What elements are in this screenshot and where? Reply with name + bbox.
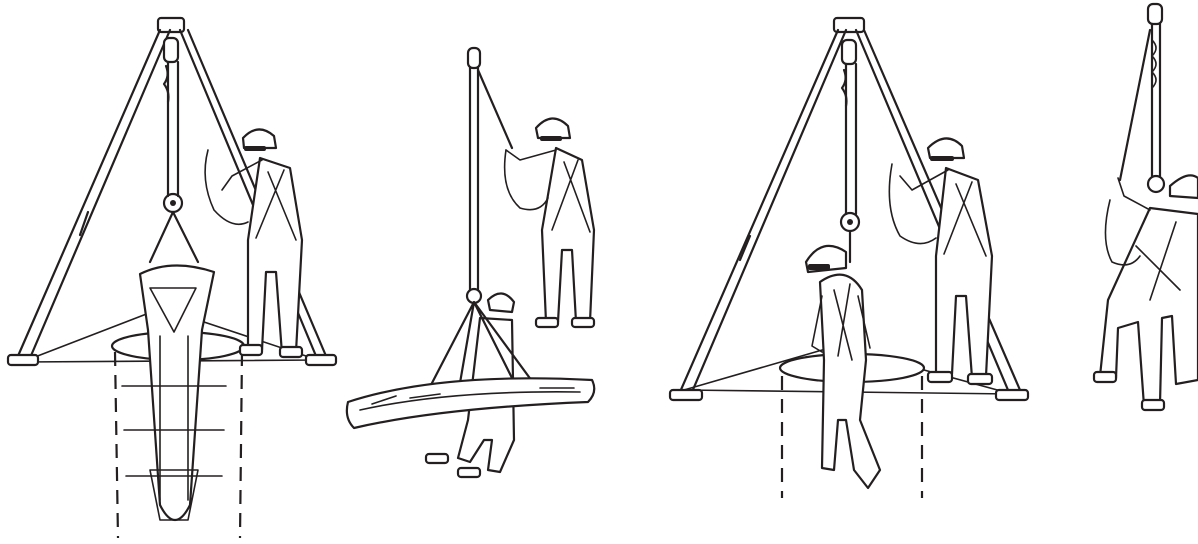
rope-icon — [1120, 4, 1164, 192]
rescuer-icon — [205, 129, 302, 357]
panel-rescuer-ascend — [1094, 4, 1198, 410]
rescuer-icon — [889, 138, 992, 384]
rescuer-icon — [505, 118, 594, 327]
winch-icon — [164, 38, 182, 212]
stretcher-icon — [122, 265, 226, 520]
panel-tripod-stretcher — [8, 18, 336, 538]
panel-stretcher-lift — [347, 48, 594, 477]
stretcher-bridle — [150, 212, 198, 262]
rescuer-icon — [1094, 175, 1198, 410]
panel-tripod-worker — [670, 18, 1028, 498]
